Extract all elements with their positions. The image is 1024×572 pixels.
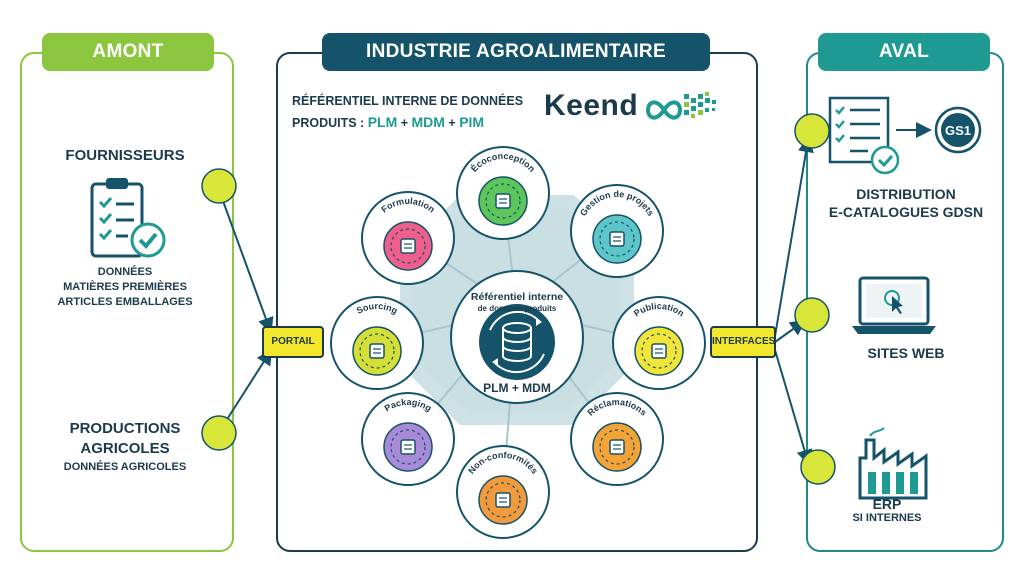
module-6: Sourcing (330, 296, 424, 390)
clipboard-check-icon (90, 178, 166, 258)
donnees-agricoles-label: DONNÉES AGRICOLES (63, 461, 187, 473)
referentiel-line-2: PRODUITS : PLM + MDM + PIM (292, 114, 552, 130)
hub-label-top: Référentiel interne (471, 291, 563, 303)
fournisseurs-label: FOURNISSEURS (65, 147, 185, 164)
package-icon (400, 439, 416, 455)
aval-title: AVAL (818, 33, 990, 71)
module-4: Non-conformités (456, 445, 550, 539)
hub-bottom-label: PLM + MDM (483, 381, 551, 395)
module-2: Publication (612, 296, 706, 390)
arrow-to-erp (774, 349, 813, 466)
bottle-reject-icon (495, 492, 511, 508)
dot-distribution (794, 113, 830, 149)
sourcing-icon (369, 343, 385, 359)
productions-line-2: AGRICOLES (80, 440, 170, 457)
sites-web-label: SITES WEB (867, 345, 945, 361)
dot-sites-web (794, 297, 830, 333)
cycle-arrows-icon (489, 310, 541, 331)
erp-label: ERP (872, 496, 902, 512)
dot-erp (800, 449, 836, 485)
central-hub (450, 270, 584, 404)
productions-line-1: PRODUCTIONS (69, 420, 181, 437)
infinity-logo-icon (646, 92, 716, 120)
database-icon (502, 322, 532, 362)
gs1-text: GS1 (945, 123, 971, 138)
share-document-icon (651, 343, 667, 359)
portail-box: PORTAIL (262, 326, 324, 358)
hub-label-sub: de données produits (478, 304, 557, 313)
module-0: Écoconception (456, 146, 550, 240)
donnees-line-1: DONNÉES (97, 266, 153, 278)
dot-fournisseurs (201, 168, 237, 204)
phone-mail-icon (609, 439, 625, 455)
interfaces-box: INTERFACES (710, 326, 776, 358)
donnees-line-3: ARTICLES EMBALLAGES (57, 296, 193, 308)
module-3: Réclamations (570, 392, 664, 486)
factory-icon (858, 427, 928, 500)
leaf-icon (495, 193, 511, 209)
ref-plus-1: + (397, 116, 412, 130)
si-internes-label: SI INTERNES (852, 512, 922, 524)
arrow-to-distribution (774, 136, 814, 337)
ref-pim: PIM (459, 114, 485, 130)
distribution-line-1: DISTRIBUTION (856, 186, 956, 202)
ref-plus-2: + (444, 116, 460, 130)
project-icon (609, 231, 625, 247)
arrow-fournisseurs-portail (218, 189, 274, 334)
industrie-title: INDUSTRIE AGROALIMENTAIRE (322, 33, 710, 71)
ref-plm: PLM (367, 114, 398, 130)
donnees-line-2: MATIÈRES PREMIÈRES (63, 281, 187, 293)
module-label-5: Packaging (383, 397, 434, 414)
module-1: Gestion de projets (570, 184, 664, 278)
module-label-6: Sourcing (355, 301, 399, 316)
module-5: Packaging (361, 392, 455, 486)
ref-mdm: MDM (411, 114, 445, 130)
referentiel-line-1: RÉFÉRENTIEL INTERNE DE DONNÉES (292, 94, 524, 108)
keendoo-logo: Keend (544, 86, 744, 126)
formulation-icon (400, 238, 416, 254)
dot-productions (201, 415, 237, 451)
checklist-icon (828, 96, 900, 175)
logo-text: Keend (544, 89, 639, 122)
distribution-line-2: E-CATALOGUES GDSN (828, 204, 984, 220)
gs1-logo: GS1 (934, 106, 982, 154)
amont-title: AMONT (42, 33, 214, 71)
ref-prefix: PRODUITS : (292, 116, 368, 130)
laptop-icon (852, 276, 936, 334)
module-7: Formulation (361, 191, 455, 285)
